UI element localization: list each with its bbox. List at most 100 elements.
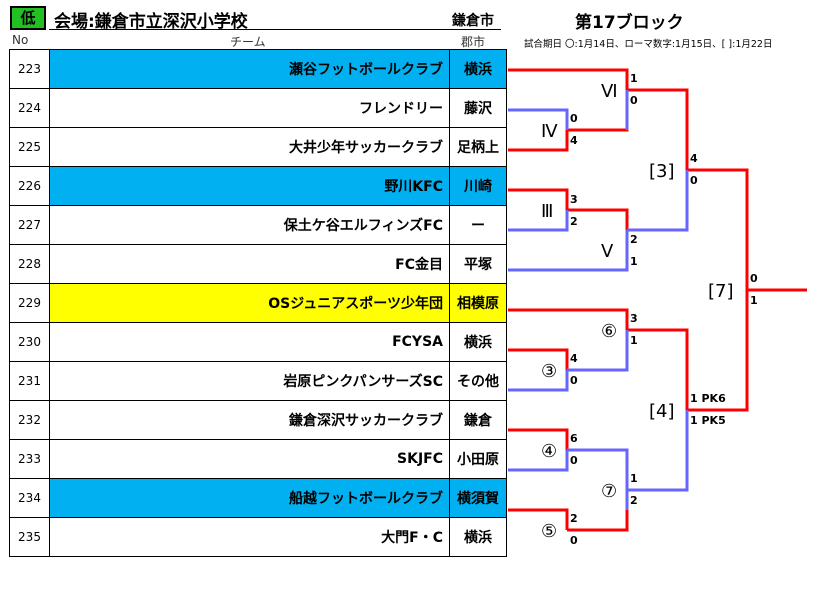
score-bottom-m5: 0 [570,534,578,547]
score-top-m5: 2 [570,512,578,525]
team-city: 横浜 [449,517,507,557]
score-top-r5: 2 [630,233,638,246]
line-m7-win [627,410,689,492]
team-name: 野川KFC [49,166,450,206]
score-bottom-r4: 4 [570,134,578,147]
team-name: 船越フットボールクラブ [49,478,450,518]
line-r6-win [627,88,689,170]
col-header-no: No [12,33,29,47]
venue-title: 会場:鎌倉市立深沢小学校 [54,12,248,32]
score-bottom-b7: 1 [750,294,758,307]
line-b3-win [687,168,749,290]
category-badge: 低 [10,6,46,30]
team-city: 藤沢 [449,88,507,128]
line-231 [508,370,569,392]
team-number: 229 [9,283,50,323]
team-number: 234 [9,478,50,518]
line-223 [508,68,629,90]
score-top-r3: 3 [570,193,578,206]
line-233 [508,450,569,472]
team-name: OSジュニアスポーツ少年団 [49,283,450,323]
team-city: 足柄上 [449,127,507,167]
team-city: 相模原 [449,283,507,323]
line-m3-win [567,330,629,372]
line-m5-win [567,510,629,532]
score-bottom-r6: 0 [630,94,638,107]
score-bottom-m4: 0 [570,454,578,467]
match-label-b7: [7] [708,281,734,302]
team-city: 横須賀 [449,478,507,518]
team-name: 保土ケ谷エルフィンズFC [49,205,450,245]
team-number: 231 [9,361,50,401]
line-224 [508,108,569,130]
score-top-m6: 3 [630,312,638,325]
team-name: FC金目 [49,244,450,284]
score-bottom-b3: 0 [690,174,698,187]
team-number: 227 [9,205,50,245]
line-m6-win [627,328,689,410]
team-city: 川崎 [449,166,507,206]
score-bottom-r5: 1 [630,255,638,268]
score-top-b3: 4 [690,152,698,165]
col-header-city: 郡市 [461,35,486,49]
team-city: その他 [449,361,507,401]
block-title: 第17ブロック [575,13,684,33]
team-name: FCYSA [49,322,450,362]
city-tag: 鎌倉市 [452,13,494,29]
line-228 [508,230,629,272]
match-label-m6: ⑥ [601,321,617,342]
match-label-m7: ⑦ [601,481,617,502]
score-bottom-m6: 1 [630,334,638,347]
score-top-m4: 6 [570,432,578,445]
score-bottom-m7: 2 [630,494,638,507]
line-234 [508,508,569,530]
match-label-r4: Ⅳ [541,121,558,142]
col-header-team: チーム [230,35,266,49]
team-number: 225 [9,127,50,167]
team-name: 大井少年サッカークラブ [49,127,450,167]
team-city: 小田原 [449,439,507,479]
score-top-b7: 0 [750,272,758,285]
match-label-m5: ⑤ [541,521,557,542]
team-number: 226 [9,166,50,206]
match-label-r3: Ⅲ [541,201,553,222]
team-name: 大門F・C [49,517,450,557]
score-top-m7: 1 [630,472,638,485]
line-r5-win [627,170,689,232]
match-label-b4: [4] [649,401,675,422]
team-number: 235 [9,517,50,557]
team-name: SKJFC [49,439,450,479]
team-city: 横浜 [449,322,507,362]
header-underline [49,29,501,30]
schedule-note: 試合期日 〇:1月14日、ローマ数字:1月15日、[ ]:1月22日 [524,39,773,50]
team-name: 鎌倉深沢サッカークラブ [49,400,450,440]
line-227 [508,210,569,232]
team-name: 瀬谷フットボールクラブ [49,49,450,89]
line-226 [508,188,569,210]
match-label-r6: Ⅵ [601,81,618,102]
team-city: 横浜 [449,49,507,89]
team-number: 224 [9,88,50,128]
score-top-m3: 4 [570,352,578,365]
score-top-r4: 0 [570,112,578,125]
line-232 [508,428,569,450]
score-bottom-m3: 0 [570,374,578,387]
match-label-r5: Ⅴ [601,241,614,262]
line-230 [508,348,569,370]
score-top-b4: 1 PK6 [690,392,726,405]
match-label-m3: ③ [541,361,557,382]
line-229 [508,308,629,330]
match-label-b3: [3] [649,161,675,182]
score-bottom-r3: 2 [570,215,578,228]
line-b4-win [687,288,807,412]
line-r3-win [567,208,629,230]
